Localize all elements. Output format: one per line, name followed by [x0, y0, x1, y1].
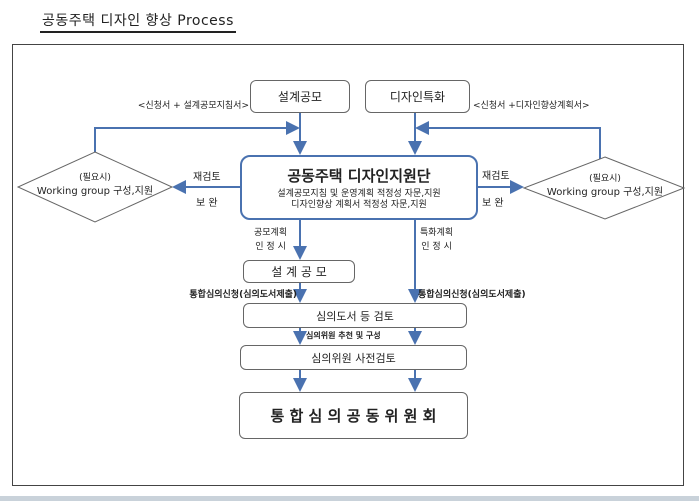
label-left-branch-1: 공모계획: [254, 228, 288, 238]
label-right-branch-1: 특화계획: [420, 228, 454, 238]
label-left-branch-2: 인 정 시: [255, 242, 286, 252]
label-committee-select: 심의위원 추천 및 구성: [306, 331, 381, 340]
feedback-left: [94, 121, 300, 158]
label-left-docs: <신청서 + 설계공모지침서>: [137, 101, 249, 111]
label-supplement-left: 보 완: [196, 198, 218, 209]
diamond-left-shape: [16, 151, 174, 223]
divider: [0, 496, 699, 501]
feedback-right: [415, 121, 601, 160]
label-supplement-right: 보 완: [482, 198, 504, 209]
support-team-title: 공동주택 디자인지원단: [287, 166, 431, 185]
box-review-docs: 심의도서 등 검토: [243, 303, 467, 328]
label-right-docs: <신청서 +디자인향상계획서>: [473, 101, 590, 111]
diamond-left: (필요시) Working group 구성,지원: [28, 172, 162, 198]
diamond-left-text: Working group 구성,지원: [36, 186, 154, 197]
page-title: 공동주택 디자인 향상 Process: [40, 10, 236, 33]
label-right-branch: 특화계획 인 정 시: [420, 226, 453, 254]
support-team-line1: 설계공모지침 및 운영계획 적정성 자문,지원: [277, 188, 441, 199]
diagram-frame: [12, 44, 684, 486]
diamond-right-shape: [522, 156, 686, 220]
label-recheck-left: 재검토: [193, 172, 221, 183]
label-left-branch: 공모계획 인 정 시: [254, 226, 287, 254]
diamond-right-note: (필요시): [589, 174, 621, 184]
box-design-specialization: 디자인특화: [365, 80, 470, 113]
diamond-right: (필요시) Working group 구성,지원: [536, 173, 674, 199]
box-competition: 설 계 공 모: [243, 260, 355, 283]
diamond-right-text: Working group 구성,지원: [546, 187, 664, 198]
diamond-left-note: (필요시): [79, 173, 111, 183]
box-pre-review: 심의위원 사전검토: [240, 345, 467, 370]
box-design-competition: 설계공모: [250, 80, 350, 113]
support-team-line2: 디자인향상 계획서 적정성 자문,지원: [291, 199, 427, 210]
label-recheck-right: 재검토: [482, 171, 510, 182]
label-right-branch-2: 인 정 시: [421, 242, 452, 252]
box-design-support-team: 공동주택 디자인지원단 설계공모지침 및 운영계획 적정성 자문,지원 디자인향…: [240, 155, 478, 220]
label-apply-right: 통합심의신청(심의도서제출): [418, 290, 526, 300]
box-joint-committee: 통 합 심 의 공 동 위 원 회: [239, 392, 468, 439]
label-apply-left: 통합심의신청(심의도서제출): [189, 290, 297, 300]
